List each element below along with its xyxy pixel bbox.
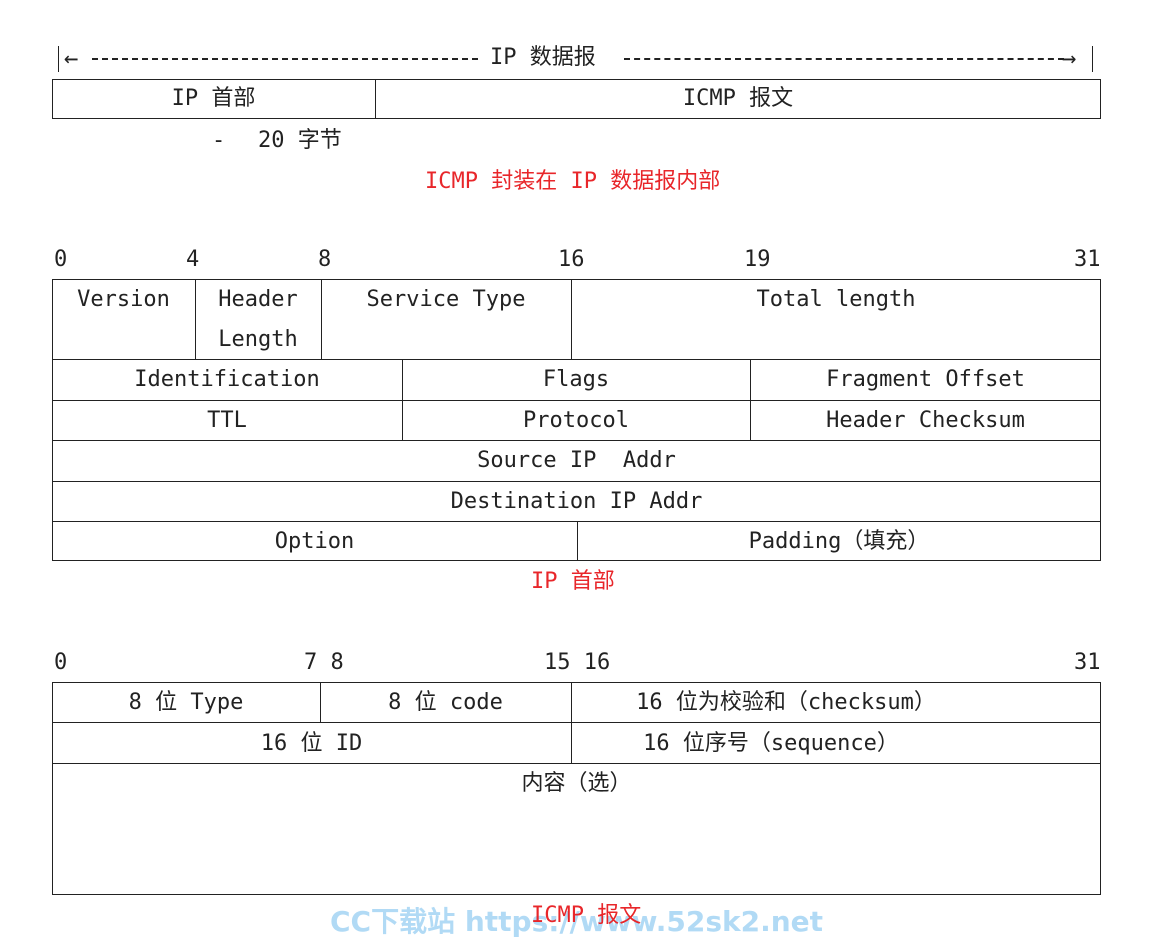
ttl-field: TTL	[207, 408, 247, 433]
encapsulation-caption: ICMP 封装在 IP 数据报内部	[425, 169, 721, 194]
ip-header-caption: IP 首部	[531, 569, 615, 594]
left-arrow-icon: ←	[64, 44, 79, 72]
ip-row-rule-2	[52, 400, 1101, 401]
identification-field: Identification	[134, 367, 320, 392]
ip-row-rule-4	[52, 481, 1101, 482]
ip-r1-div-3	[571, 279, 572, 359]
icmp-row-rule-2	[52, 763, 1101, 764]
ip-row-rule-5	[52, 521, 1101, 522]
datagram-dash-left	[92, 58, 478, 62]
datagram-right-bar	[1092, 46, 1093, 72]
header-size-note: 20 字节	[258, 128, 342, 153]
icmp-sequence-field: 16 位序号（sequence）	[643, 731, 899, 756]
icmp-message-cell: ICMP 报文	[682, 86, 794, 111]
overview-box	[52, 79, 1101, 119]
flags-field: Flags	[542, 367, 610, 392]
ip-row-rule-3	[52, 440, 1101, 441]
ip-tick-4: 4	[186, 247, 200, 272]
option-field: Option	[274, 529, 355, 554]
header-size-dash: -	[212, 128, 226, 153]
icmp-r1-div-1	[320, 682, 321, 722]
icmp-row-rule-1	[52, 722, 1101, 723]
header-length-field-line1: Header	[218, 287, 298, 312]
icmp-content-field: 内容（选）	[521, 771, 632, 796]
ip-r1-div-2	[321, 279, 322, 359]
ip-header-cell: IP 首部	[171, 86, 256, 111]
header-length-field-line2: Length	[218, 327, 298, 352]
icmp-code-field: 8 位 code	[388, 690, 503, 715]
ip-tick-31: 31	[1074, 247, 1101, 272]
icmp-r12-div	[571, 682, 572, 763]
right-arrow-icon: →	[1062, 44, 1077, 72]
icmp-message-caption: ICMP 报文	[531, 903, 642, 928]
ip-r1-div-1	[195, 279, 196, 359]
service-type-field: Service Type	[366, 287, 526, 312]
version-field: Version	[77, 287, 170, 312]
header-checksum-field: Header Checksum	[826, 408, 1025, 433]
ip-tick-0: 0	[54, 247, 68, 272]
icmp-tick-31: 31	[1074, 650, 1101, 675]
icmp-tick-15-16: 15 16	[544, 650, 611, 675]
padding-field: Padding（填充）	[748, 529, 930, 554]
datagram-dash-right	[624, 58, 1064, 62]
total-length-field: Total length	[756, 287, 916, 312]
ip-row-rule-1	[52, 359, 1101, 360]
ip-r6-div	[577, 521, 578, 561]
datagram-label: IP 数据报	[490, 45, 596, 70]
ip-tick-19: 19	[744, 247, 771, 272]
ip-r23-div-2	[750, 359, 751, 440]
ip-header-table	[52, 279, 1101, 561]
icmp-message-table	[52, 682, 1101, 895]
icmp-type-field: 8 位 Type	[128, 690, 244, 715]
ip-tick-8: 8	[318, 247, 332, 272]
source-ip-field: Source IP Addr	[477, 448, 676, 473]
ip-r23-div-1	[402, 359, 403, 440]
watermark-text: CC下载站 https://www.52sk2.net	[330, 905, 824, 938]
protocol-field: Protocol	[523, 408, 629, 433]
icmp-checksum-field: 16 位为校验和（checksum）	[636, 690, 936, 715]
fragment-offset-field: Fragment Offset	[826, 367, 1025, 392]
icmp-id-field: 16 位 ID	[260, 731, 363, 756]
destination-ip-field: Destination IP Addr	[450, 489, 703, 514]
ip-tick-16: 16	[558, 247, 585, 272]
icmp-tick-7-8: 7 8	[304, 650, 344, 675]
overview-divider	[375, 79, 376, 119]
datagram-left-bar	[58, 46, 59, 72]
icmp-tick-0: 0	[54, 650, 68, 675]
